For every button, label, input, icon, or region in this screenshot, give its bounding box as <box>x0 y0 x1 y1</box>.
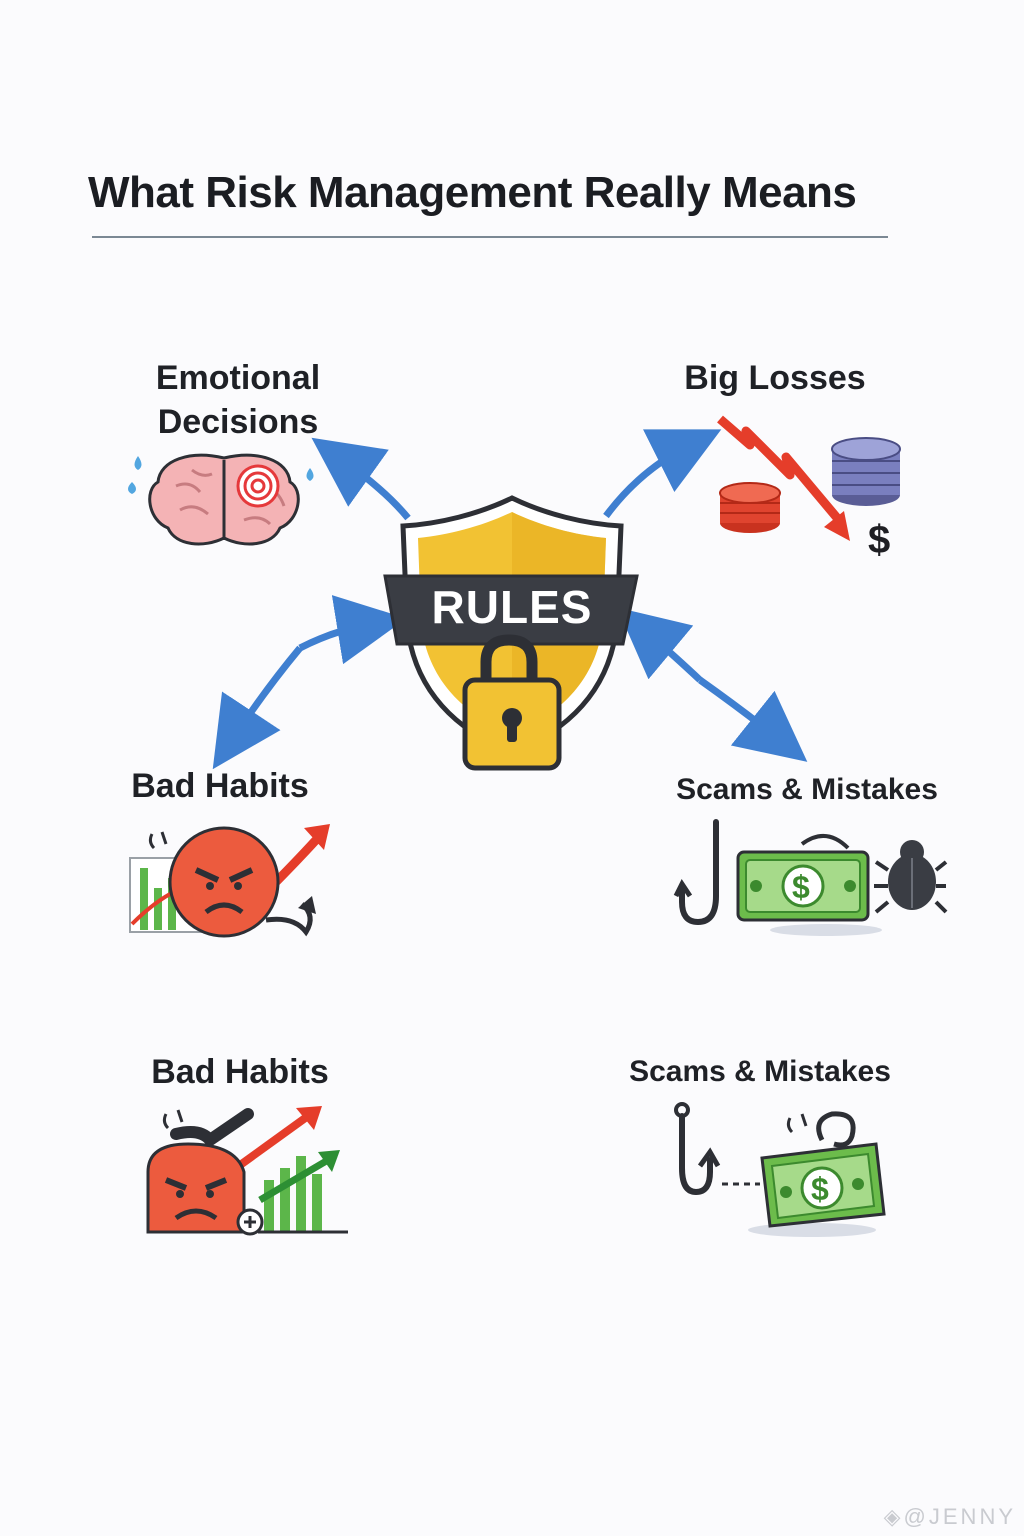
angry-face-chart-icon <box>126 820 336 938</box>
node-label-scams-mistakes: Scams & Mistakes <box>662 770 952 809</box>
node-label-line-2: Decisions <box>128 400 348 444</box>
node-label-big-losses: Big Losses <box>670 356 880 400</box>
svg-text:$: $ <box>792 869 810 905</box>
node-label-emotional-decisions: Emotional Decisions <box>128 356 348 444</box>
falling-coins-icon: $ <box>716 415 906 560</box>
watermark: ◈@JENNY <box>884 1504 1016 1530</box>
hook-money-bug-icon: $ <box>676 818 946 938</box>
arrow-from-scams <box>644 630 700 680</box>
svg-text:$: $ <box>868 518 890 562</box>
arrow-from-bad-habits <box>300 624 372 648</box>
svg-text:$: $ <box>811 1171 829 1207</box>
hook-dollar-bill-icon: $ <box>662 1100 892 1245</box>
node-label-line-1: Emotional <box>128 356 348 400</box>
brain-spiral-icon <box>120 450 325 550</box>
shield-lock-icon <box>385 492 640 782</box>
arrow-to-bad-habits <box>232 648 300 740</box>
node-label-bad-habits: Bad Habits <box>110 764 330 808</box>
rules-badge-text: RULES <box>412 580 612 634</box>
angry-face-growth-icon <box>140 1100 350 1235</box>
node-label-scams-mistakes-2: Scams & Mistakes <box>600 1052 920 1091</box>
arrow-to-scams <box>700 680 780 740</box>
node-label-bad-habits-2: Bad Habits <box>130 1050 350 1094</box>
